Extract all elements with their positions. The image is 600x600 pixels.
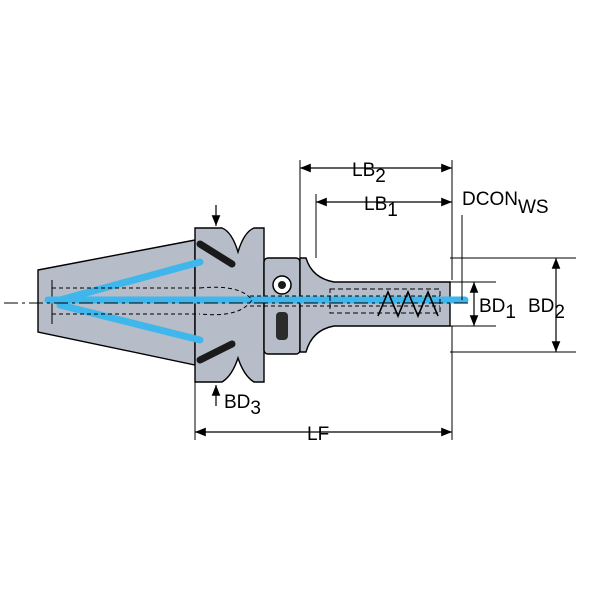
clamp-screw: [272, 275, 292, 340]
label-lb2: LB2: [352, 160, 386, 187]
dimension-lines: [195, 163, 561, 437]
coolant-channels: [44, 258, 469, 344]
label-lf: LF: [307, 424, 329, 445]
neck: [299, 257, 451, 353]
flange: [194, 227, 265, 383]
inserted-shank: [250, 288, 441, 319]
label-lb1: LB1: [364, 194, 398, 221]
drive-keys: [196, 240, 236, 364]
label-bd2: BD2: [528, 296, 565, 323]
internal-bore: [52, 286, 253, 316]
label-bd1: BD1: [479, 296, 516, 323]
label-bd3: BD3: [224, 392, 261, 419]
label-dcon-ws: DCONWS: [462, 189, 549, 218]
